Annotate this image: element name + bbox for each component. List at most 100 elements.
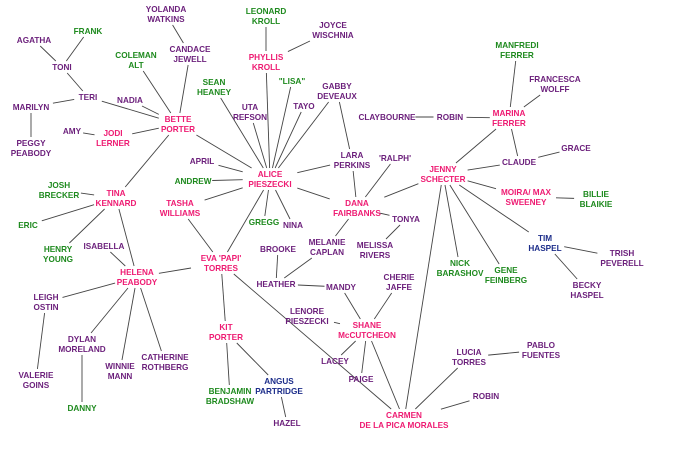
node-label: PEABODY: [11, 149, 52, 158]
edge-amy-jodi: [83, 132, 95, 136]
edge-jenny-nick: [444, 184, 459, 258]
node-label: PABLO: [527, 341, 556, 350]
node-robin1: ROBIN: [437, 113, 463, 122]
node-label: BARASHOV: [437, 269, 484, 278]
node-label: HENRY: [44, 245, 73, 254]
node-lisa: "LISA": [279, 77, 306, 86]
node-label: KIT: [219, 323, 232, 332]
node-label: BROOKE: [260, 245, 296, 254]
node-label: DANNY: [67, 404, 97, 413]
node-teri: TERI: [79, 93, 98, 102]
edge-dana-melanie: [335, 218, 349, 237]
node-label: JOYCE: [319, 21, 347, 30]
edge-gabby-lara: [338, 101, 351, 150]
node-label: MELANIE: [309, 238, 346, 247]
node-label: NICK: [450, 259, 470, 268]
node-label: ROBIN: [437, 113, 463, 122]
node-label: TORRES: [452, 358, 487, 367]
node-label: CAPLAN: [310, 248, 344, 257]
node-label: LACEY: [321, 357, 349, 366]
node-agatha: AGATHA: [17, 36, 51, 45]
node-label: ALICE: [258, 170, 283, 179]
node-label: ISABELLA: [84, 242, 125, 251]
node-label: MELISSA: [357, 241, 393, 250]
edge-carmen-lucia: [415, 367, 458, 410]
node-label: AGATHA: [17, 36, 51, 45]
node-paige: PAIGE: [349, 375, 374, 384]
node-label: 'RALPH': [379, 154, 411, 163]
edge-mandy-shane: [344, 292, 361, 320]
edge-melanie-heather: [284, 257, 313, 279]
edge-leigh-valerie: [36, 312, 46, 370]
edge-jenny-tim: [459, 184, 529, 233]
edge-nadia-bette: [141, 105, 160, 115]
node-label: MANDY: [326, 283, 357, 292]
node-claybourne: CLAYBOURNE: [358, 113, 416, 122]
edge-papi-helena: [158, 267, 192, 274]
node-label: PEABODY: [117, 278, 158, 287]
node-label: MARILYN: [13, 103, 50, 112]
node-label: CARMEN: [386, 411, 422, 420]
edge-yolanda-candace: [172, 24, 184, 44]
node-label: PERKINS: [334, 161, 371, 170]
node-label: YOUNG: [43, 255, 73, 264]
edge-alice-lara: [297, 164, 331, 174]
node-label: FAIRBANKS: [333, 209, 381, 218]
node-label: JENNY: [429, 165, 457, 174]
node-label: MOIRA/ MAX: [501, 188, 552, 197]
node-eric: ERIC: [18, 221, 38, 230]
node-label: PAIGE: [349, 375, 374, 384]
edge-sean-alice: [220, 97, 264, 169]
node-label: HASPEL: [528, 244, 561, 253]
node-label: TINA: [106, 189, 125, 198]
node-ralph: 'RALPH': [379, 154, 411, 163]
edge-kit-angus: [236, 342, 269, 376]
edge-alice-nina: [275, 189, 291, 220]
edge-kit-benjamin: [226, 342, 230, 386]
node-label: FEINBERG: [485, 276, 527, 285]
edge-candace-bette: [179, 64, 189, 114]
node-label: TAYO: [293, 102, 315, 111]
node-label: EVA 'PAPI': [201, 254, 242, 263]
edge-tonya-melissa: [385, 224, 401, 240]
edge-tina-helena: [118, 208, 135, 267]
node-label: HEANEY: [197, 88, 232, 97]
edge-brooke-heather: [275, 254, 279, 279]
node-label: LARA: [341, 151, 364, 160]
edge-layer: [30, 24, 598, 418]
edge-angus-hazel: [280, 396, 287, 418]
node-label: BECKY: [573, 281, 602, 290]
node-papi: EVA 'PAPI'TORRES: [201, 254, 242, 273]
node-label: FUENTES: [522, 351, 561, 360]
node-label: JAFFE: [386, 283, 412, 292]
node-label: TIM: [538, 234, 552, 243]
edge-marina-claude: [511, 128, 519, 157]
edge-tasha-papi: [187, 218, 214, 253]
edge-dana-lara: [352, 170, 357, 198]
edge-bette-tina: [124, 134, 170, 188]
edge-alice-gregg: [264, 189, 269, 217]
